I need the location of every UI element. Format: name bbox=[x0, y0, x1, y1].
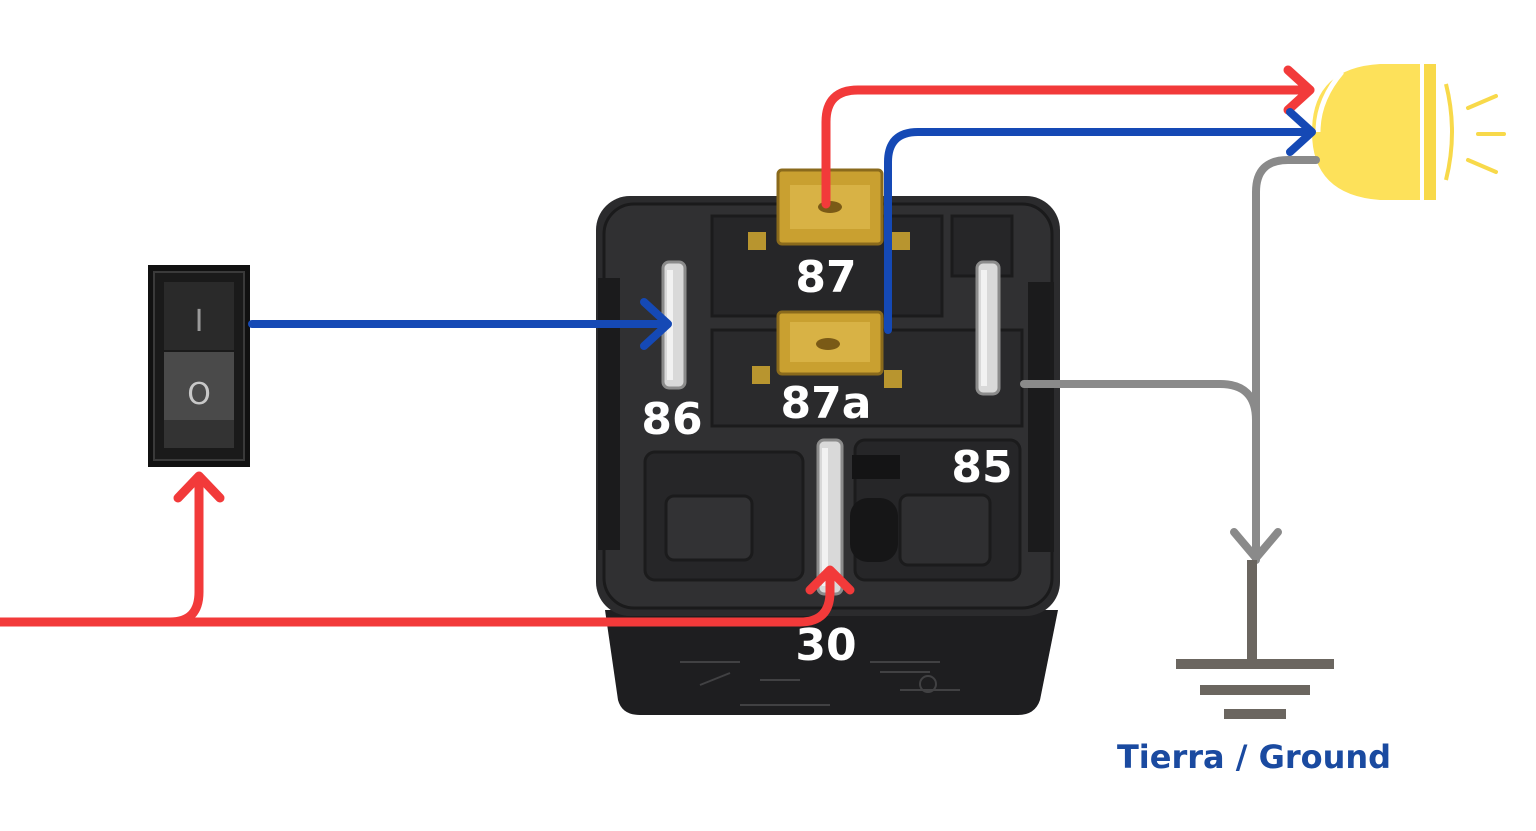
rocker-switch-icon: I O bbox=[148, 265, 250, 467]
lamp-icon bbox=[1312, 64, 1506, 200]
pin-label-85: 85 bbox=[951, 442, 1012, 493]
pin-label-30: 30 bbox=[795, 620, 856, 671]
pin-label-87a: 87a bbox=[781, 378, 872, 429]
blue-wire-pin87a-lamp bbox=[884, 128, 1314, 334]
ground-arrow-head bbox=[1230, 528, 1282, 562]
red-wire-pin87-lamp bbox=[821, 85, 1315, 209]
blue-arrow-lamp bbox=[1286, 108, 1316, 156]
blue-arrow-pin86 bbox=[640, 298, 672, 350]
pin-label-87: 87 bbox=[795, 252, 856, 303]
pin-label-86: 86 bbox=[641, 394, 702, 445]
red-wire-feed bbox=[0, 569, 835, 627]
pin-87a-terminal bbox=[752, 310, 902, 388]
red-arrow-lamp bbox=[1283, 65, 1315, 115]
pin-87-terminal bbox=[748, 168, 910, 250]
gray-wire-pin85-ground bbox=[1020, 380, 1260, 424]
red-arrow-pin30 bbox=[805, 565, 855, 595]
pin-85-terminal bbox=[975, 260, 1001, 396]
ground-label: Tierra / Ground bbox=[1117, 738, 1391, 776]
red-wire-to-switch bbox=[165, 473, 204, 627]
red-arrow-switch bbox=[173, 471, 225, 503]
ground-symbol-icon bbox=[1176, 560, 1334, 719]
switch-on-symbol: I bbox=[195, 304, 204, 339]
gray-wire-lamp-ground bbox=[1252, 156, 1320, 564]
switch-off-symbol: O bbox=[187, 377, 211, 412]
